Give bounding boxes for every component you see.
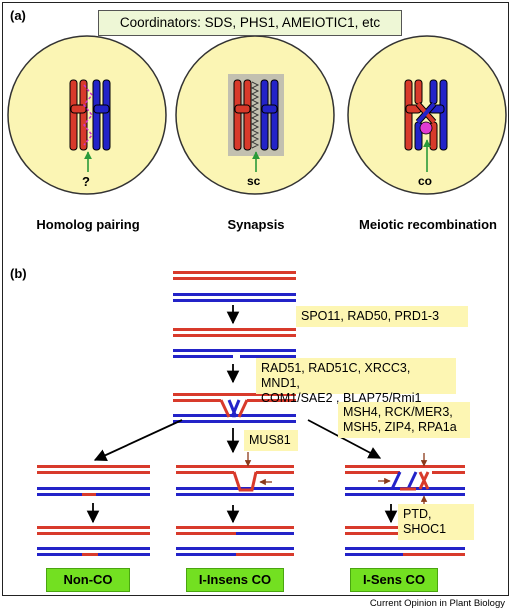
outcome-non-co: Non-CO — [46, 568, 130, 592]
cell-synapsis — [175, 35, 335, 195]
cell-meiotic-recombination — [347, 35, 507, 195]
marker-question: ? — [82, 174, 90, 189]
i-insens-product — [176, 526, 294, 556]
panel-a-label: (a) — [10, 8, 26, 23]
dsb-proteins: SPO11, RAD50, PRD1-3 — [301, 309, 440, 323]
pairing-dashes — [83, 84, 93, 146]
i-insens-intermediate — [176, 452, 294, 496]
outcome-i-sens-co: I-Sens CO — [350, 568, 438, 592]
strand-invasion-line-2: COM1/SAE2 , BLAP75/Rmi1 — [261, 391, 422, 405]
dsb-proteins-box: SPO11, RAD50, PRD1-3 — [296, 306, 468, 327]
outcome-i-insens-co: I-Insens CO — [186, 568, 284, 592]
i-sens-intermediate — [345, 453, 465, 506]
figure-frame — [2, 2, 509, 596]
synaptonemal-complex — [250, 81, 260, 149]
non-co-product — [37, 526, 150, 556]
dna-step-3-invasion — [173, 393, 296, 423]
strand-invasion-box: RAD51, RAD51C, XRCC3, MND1, COM1/SAE2 , … — [256, 358, 456, 405]
ptd-box: PTD, SHOC1 — [398, 504, 474, 540]
dna-step-2-dsb — [173, 328, 296, 358]
zmm-line-2: MSH5, ZIP4, RPA1a — [343, 420, 457, 434]
blue-chromosome — [92, 79, 111, 151]
cell-homolog-pairing — [7, 35, 167, 195]
panel-b-label: (b) — [10, 266, 27, 281]
red-chromosome — [69, 79, 88, 151]
marker-sc: sc — [247, 174, 261, 188]
non-co-intermediate — [37, 465, 150, 496]
stage-label-meiotic-recombination: Meiotic recombination — [359, 217, 497, 232]
zmm-box: MSH4, RCK/MER3, MSH5, ZIP4, RPA1a — [338, 402, 470, 438]
journal-credit: Current Opinion in Plant Biology — [369, 598, 505, 609]
chiasma-dot — [419, 121, 433, 135]
dna-step-1 — [173, 271, 296, 302]
mus81-box: MUS81 — [244, 430, 298, 451]
coordinators-box: Coordinators: SDS, PHS1, AMEIOTIC1, etc — [98, 10, 402, 36]
zmm-line-1: MSH4, RCK/MER3, — [343, 405, 453, 419]
stage-label-synapsis: Synapsis — [227, 217, 285, 232]
mus81-label: MUS81 — [249, 433, 291, 447]
stage-label-homolog-pairing: Homolog pairing — [36, 217, 140, 232]
strand-invasion-line-1: RAD51, RAD51C, XRCC3, MND1, — [261, 361, 411, 390]
marker-co: co — [418, 174, 433, 188]
ptd-label: PTD, SHOC1 — [403, 507, 447, 536]
